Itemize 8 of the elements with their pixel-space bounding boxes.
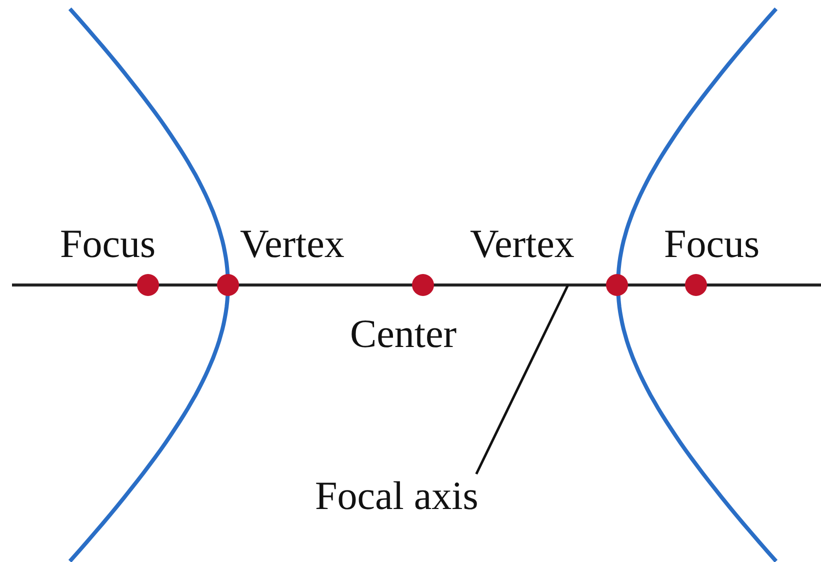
center-label: Center	[350, 312, 457, 356]
point-label: Focus	[664, 222, 760, 266]
axis-label: Focal axis	[315, 474, 478, 518]
point-label: Focus	[60, 222, 156, 266]
focal-axis-line	[12, 284, 821, 286]
point-label: Vertex	[470, 222, 574, 266]
point-label: Vertex	[240, 222, 344, 266]
leader-line	[475, 284, 570, 475]
